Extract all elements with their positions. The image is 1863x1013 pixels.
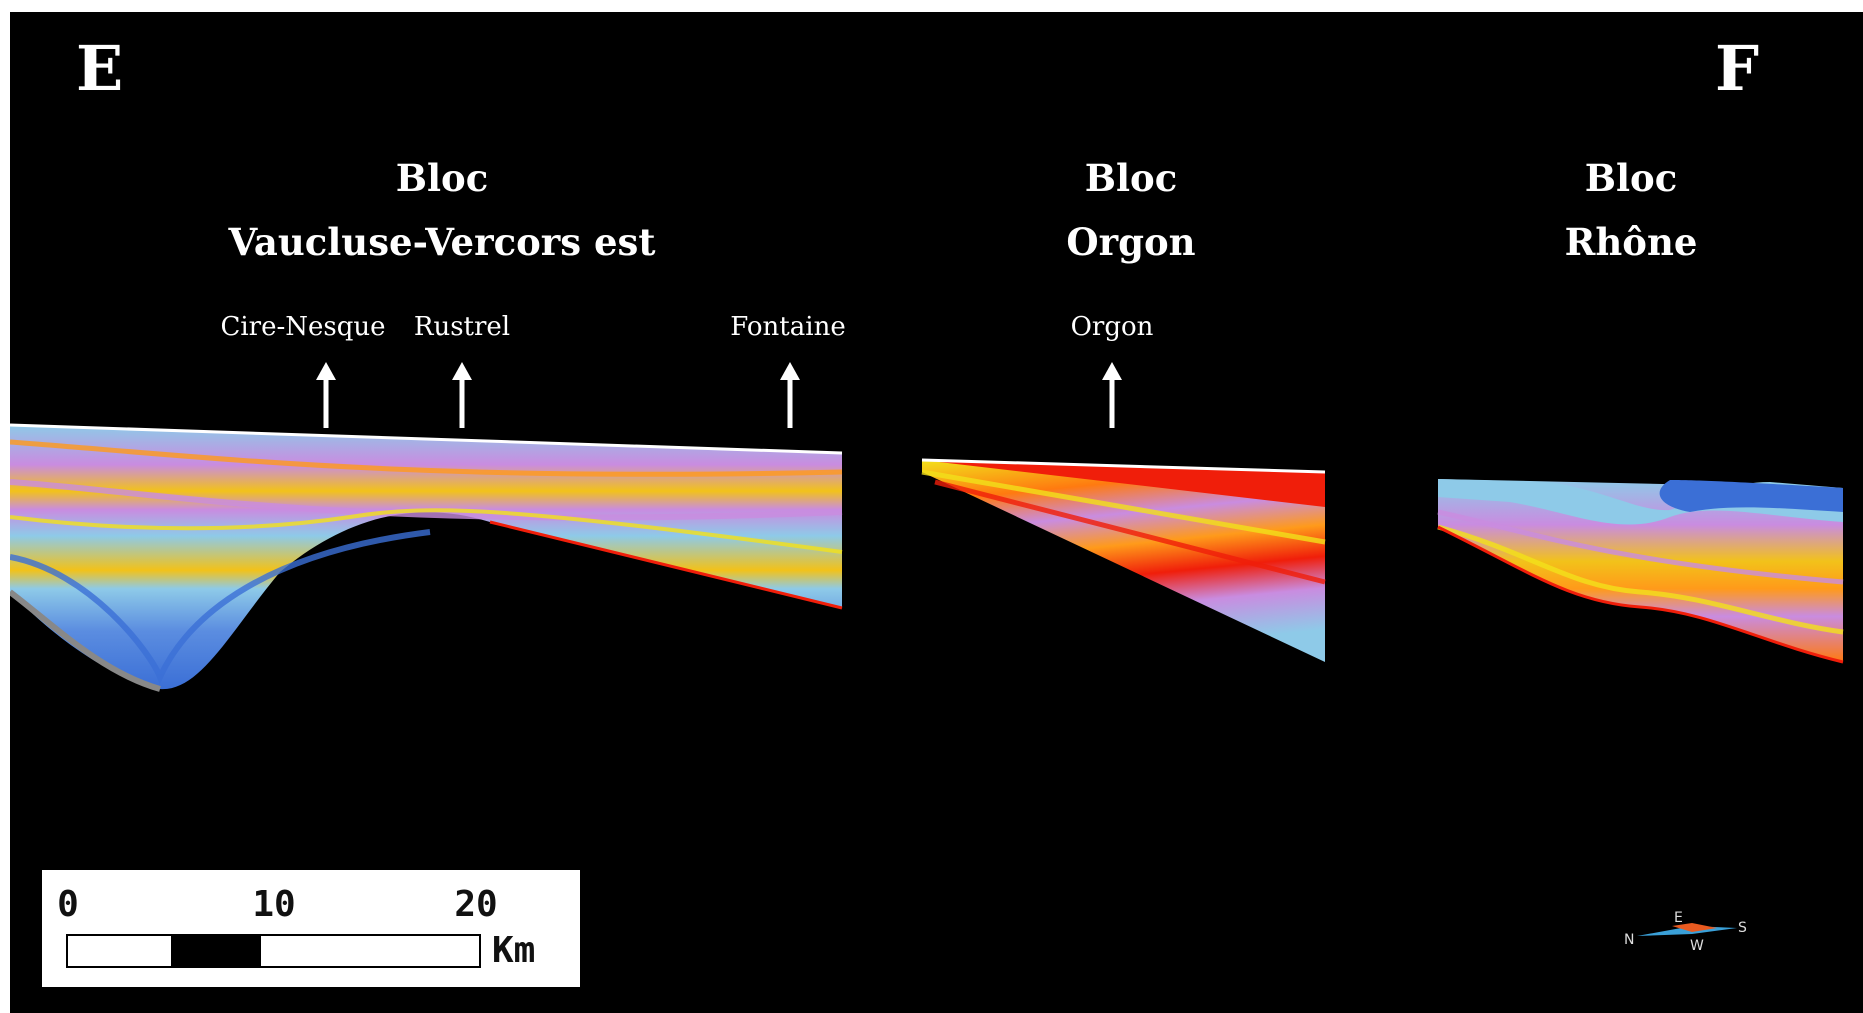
bloc-title-vaucluse-vercors: Bloc Vaucluse-Vercors est (229, 146, 656, 274)
bloc-name: Orgon (1066, 220, 1196, 264)
section-vaucluse-vercors (10, 423, 843, 692)
compass-n: N (1624, 932, 1634, 948)
site-label-cire-nesque: Cire-Nesque (220, 312, 386, 342)
scale-bar: 0 10 20 Km (42, 870, 580, 987)
compass-s: S (1738, 920, 1747, 936)
site-label-fontaine: Fontaine (730, 312, 846, 342)
bloc-title-orgon: Bloc Orgon (1066, 146, 1195, 274)
scale-bar-graphic (66, 934, 481, 968)
bloc-word: Bloc (1084, 156, 1178, 200)
scale-tick-10: 10 (252, 884, 296, 925)
scale-unit: Km (492, 930, 536, 971)
site-label-orgon: Orgon (1070, 312, 1154, 342)
scale-segment-black (170, 936, 262, 966)
cross-section-panel: E F Bloc Vaucluse-Vercors est Bloc Orgon… (10, 12, 1863, 1013)
arrow-rustrel (452, 362, 472, 428)
scale-segment-white (261, 936, 479, 966)
site-label-rustrel: Rustrel (413, 312, 511, 342)
geological-sections (10, 362, 1844, 692)
scale-tick-0: 0 (57, 884, 79, 925)
arrow-orgon (1102, 362, 1122, 428)
bloc-name: Vaucluse-Vercors est (228, 220, 656, 264)
arrow-cire-nesque (316, 362, 336, 428)
scale-tick-20: 20 (454, 884, 498, 925)
scale-segment-white (68, 936, 171, 966)
compass-w: W (1690, 938, 1704, 954)
corner-label-e: E (76, 32, 124, 105)
compass-e: E (1674, 910, 1683, 926)
section-rhone (1437, 479, 1844, 664)
compass-icon: N E S W (1624, 910, 1747, 954)
section-orgon (921, 458, 1326, 662)
bloc-word: Bloc (395, 156, 489, 200)
bloc-name: Rhône (1564, 220, 1698, 264)
corner-label-f: F (1715, 32, 1760, 105)
bloc-word: Bloc (1584, 156, 1678, 200)
arrow-fontaine (780, 362, 800, 428)
bloc-title-rhone: Bloc Rhône (1565, 146, 1698, 274)
